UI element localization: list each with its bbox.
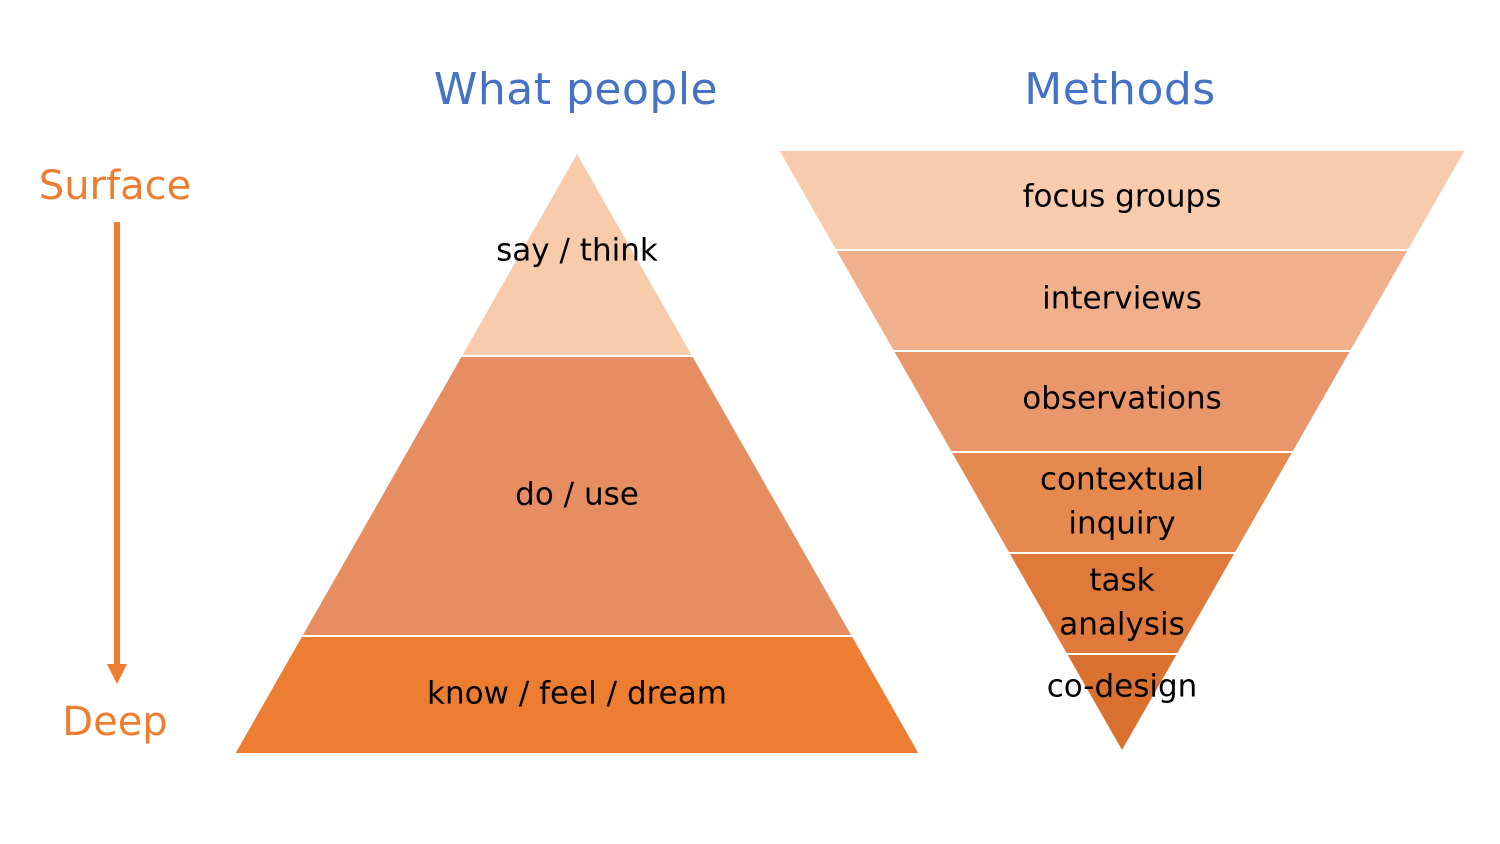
funnel-layer-label-6: co-design: [1047, 669, 1198, 705]
funnel-layer-label-1: focus groups: [1023, 179, 1222, 215]
pyramid: say / think do / use know / feel / dream: [232, 149, 922, 755]
funnel-layer-label-3: observations: [1022, 381, 1222, 417]
methods-heading: Methods: [1024, 64, 1216, 115]
pyramid-layer-label-3: know / feel / dream: [427, 676, 727, 712]
pyramid-layer-3: [232, 635, 922, 755]
funnel-layer-label-5-line-2: analysis: [1059, 607, 1185, 643]
funnel-layer-label-4-line-2: inquiry: [1068, 506, 1175, 542]
funnel-layer-6: [1064, 653, 1180, 755]
funnel-layer-label-2: interviews: [1042, 281, 1202, 317]
pyramid-layer-label-2: do / use: [515, 477, 639, 513]
funnel-layer-label-4-line-1: contextual: [1040, 462, 1204, 498]
depth-arrow-head: [107, 664, 127, 684]
deep-label: Deep: [62, 699, 168, 745]
funnel: focus groups interviews observations contex…: [776, 149, 1468, 755]
pyramid-layer-label-1: say / think: [496, 233, 658, 269]
funnel-layer-label-5-line-1: task: [1089, 563, 1154, 599]
surface-label: Surface: [38, 163, 192, 209]
what-people-heading: What people: [433, 64, 719, 115]
